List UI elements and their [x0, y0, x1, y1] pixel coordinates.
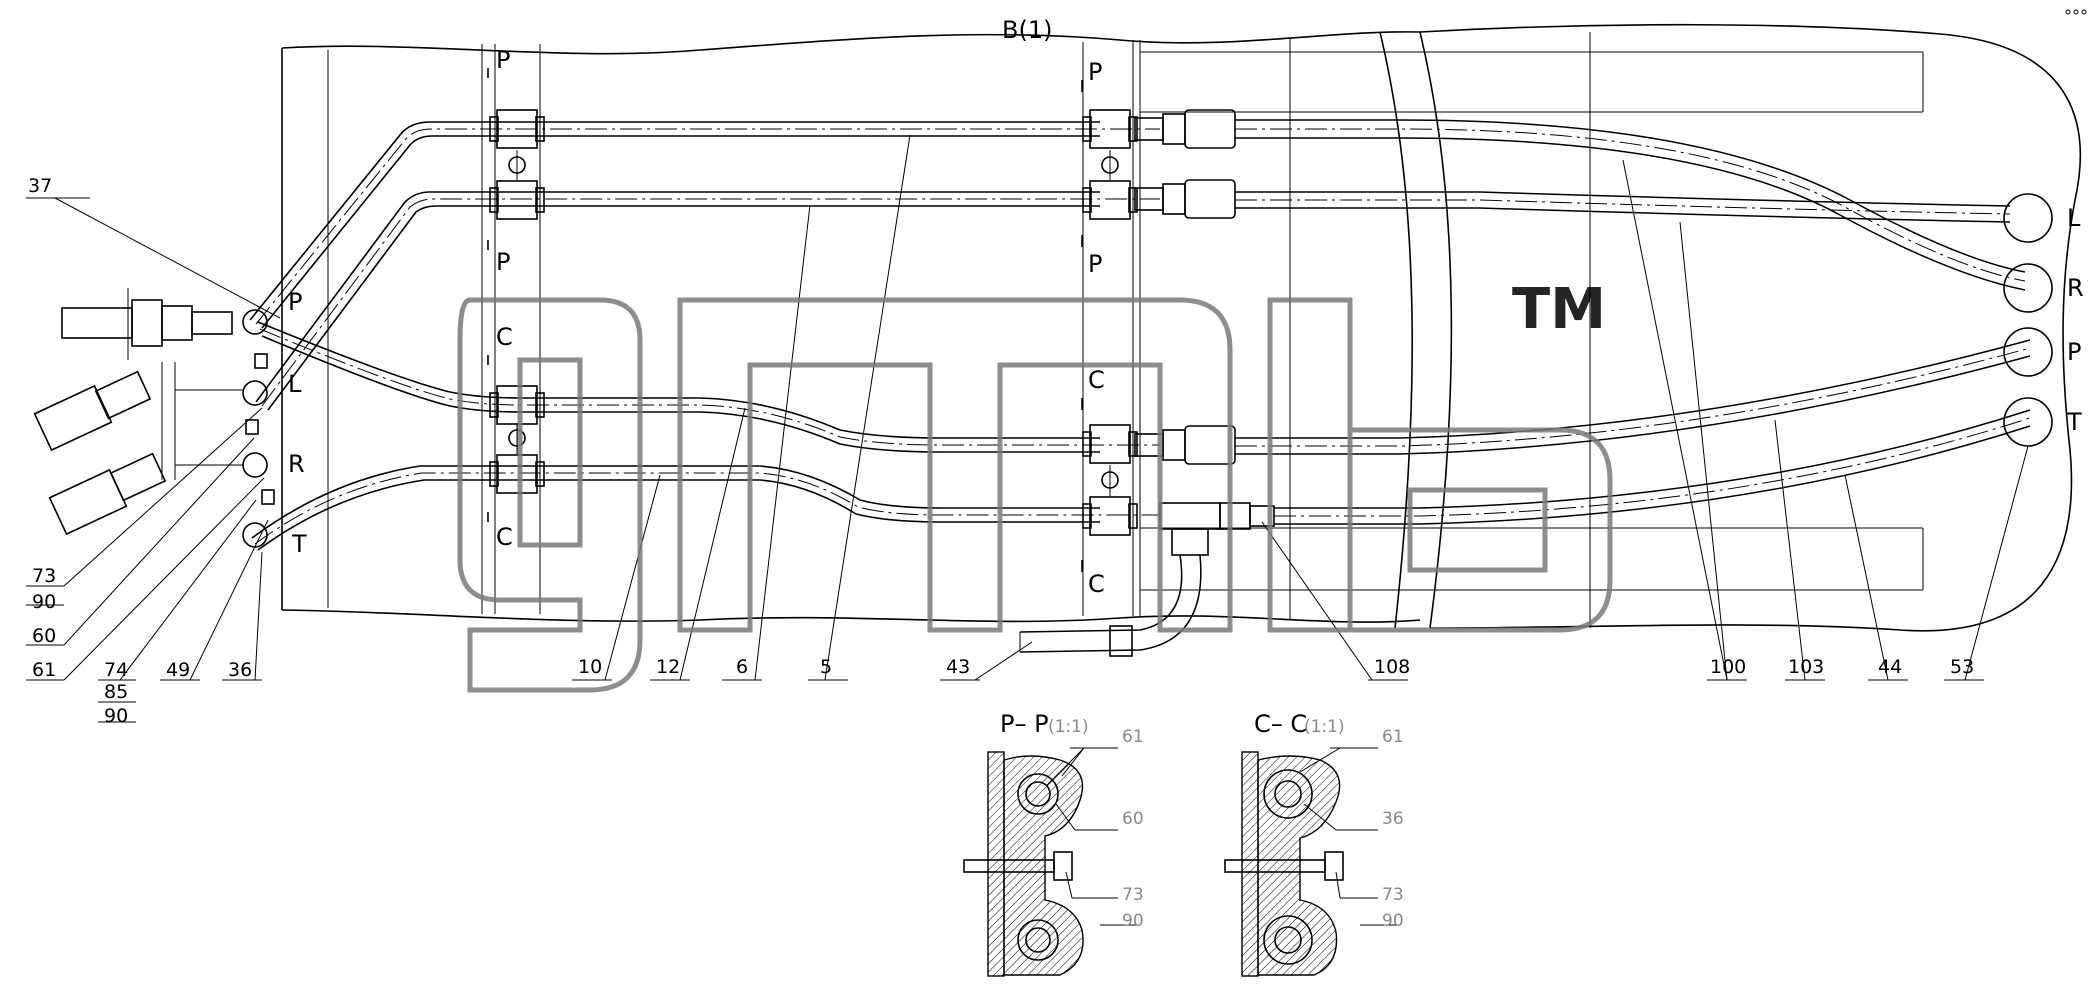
hose-103	[1235, 339, 2031, 455]
callout-44: 44	[1878, 656, 1902, 678]
port-label-left-P: P	[288, 288, 302, 316]
callout-6: 6	[736, 656, 748, 678]
callout-108: 108	[1374, 656, 1410, 678]
section-cc-label-90: 90	[1382, 911, 1404, 931]
callout-43: 43	[946, 656, 970, 678]
section-cc-scale: (1:1)	[1304, 717, 1345, 737]
callout-36: 36	[228, 659, 252, 681]
section-pp-label-90: 90	[1122, 911, 1144, 931]
corner-mark	[2065, 9, 2087, 15]
callout-leaders-left	[26, 197, 281, 723]
section-mark-p4: P	[1088, 250, 1102, 278]
callout-74-90: 90	[104, 705, 128, 727]
callout-12: 12	[656, 656, 680, 678]
port-label-right-L: L	[2067, 204, 2081, 232]
section-mark-p3: P	[1088, 58, 1102, 86]
right-port-rings	[2003, 193, 2053, 447]
port-label-left-T: T	[291, 530, 307, 558]
section-mark-c2: C	[496, 523, 513, 551]
callout-73: 73	[32, 565, 56, 587]
section-mark-c4: C	[1088, 570, 1105, 598]
section-cc-label-36: 36	[1382, 809, 1404, 829]
callout-61: 61	[32, 659, 56, 681]
callout-53: 53	[1950, 656, 1974, 678]
hose-44	[1274, 409, 2031, 525]
section-mark-p2: P	[496, 248, 510, 276]
rigid-pipe-12	[257, 321, 1160, 453]
callout-60: 60	[32, 625, 56, 647]
view-title: B(1)	[1002, 16, 1052, 44]
section-mark-p1: P	[496, 46, 510, 74]
port-label-left-L: L	[288, 370, 302, 398]
port-label-left-R: R	[288, 450, 305, 478]
callout-10: 10	[578, 656, 602, 678]
section-pp: P– P (1:1)	[963, 710, 1140, 977]
callout-leaders-bottom	[572, 134, 2029, 681]
section-pp-label-60: 60	[1122, 809, 1144, 829]
watermark-tm: TM	[1512, 277, 1606, 342]
section-pp-scale: (1:1)	[1048, 717, 1089, 737]
callout-74: 74	[104, 659, 128, 681]
clamp-set-right	[1082, 109, 1138, 536]
watermark-logo: TM	[457, 277, 1613, 693]
port-label-right-P: P	[2067, 338, 2081, 366]
callout-74-85: 85	[104, 681, 128, 703]
callout-103: 103	[1788, 656, 1824, 678]
callout-5: 5	[820, 656, 832, 678]
section-cc-label-61: 61	[1382, 727, 1404, 747]
section-pp-title: P– P	[1000, 710, 1049, 738]
section-cut-lines	[487, 68, 1083, 572]
section-mark-c1: C	[496, 323, 513, 351]
callout-100: 100	[1710, 656, 1746, 678]
section-pp-label-73: 73	[1122, 885, 1144, 905]
callout-37: 37	[28, 175, 52, 197]
hose-43	[1019, 554, 1202, 657]
callout-49: 49	[166, 659, 190, 681]
section-pp-label-61: 61	[1122, 727, 1144, 747]
section-cc-title: C– C	[1254, 710, 1307, 738]
section-cc: C– C (1:1)	[1224, 710, 1400, 977]
section-mark-c3: C	[1088, 366, 1105, 394]
rigid-pipe-6	[255, 191, 1160, 411]
rigid-pipe-10	[251, 465, 1160, 551]
port-label-right-R: R	[2067, 274, 2084, 302]
hose-fittings	[1134, 109, 1275, 556]
frame-outline	[281, 23, 2082, 632]
clamp-set-left	[489, 109, 545, 494]
port-label-right-T: T	[2066, 408, 2082, 436]
rigid-pipe-5	[249, 121, 1160, 329]
left-valve-assembly	[33, 288, 275, 548]
hose-100	[1235, 119, 2026, 291]
section-cc-label-73: 73	[1382, 885, 1404, 905]
callout-73-90: 90	[32, 591, 56, 613]
